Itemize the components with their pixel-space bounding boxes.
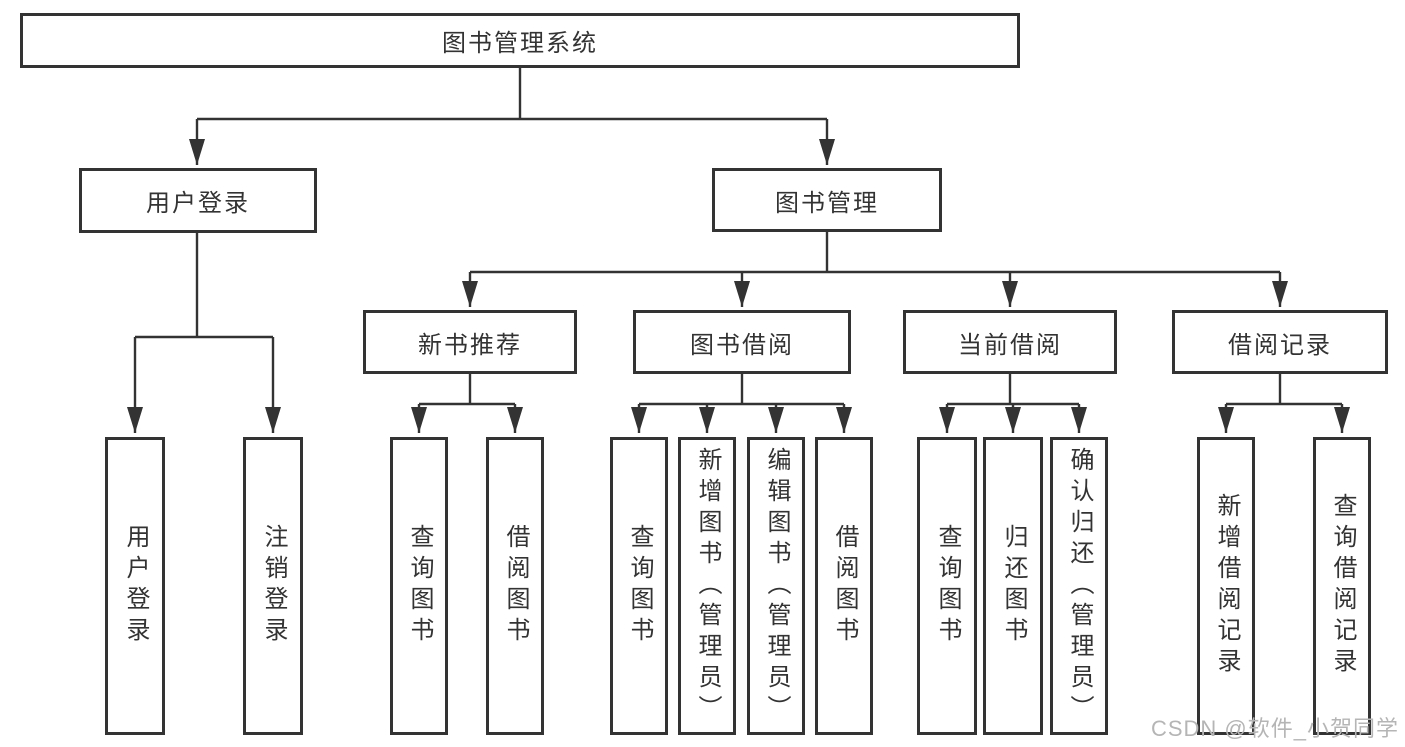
node-current-borrow-label: 当前借阅 [958,331,1062,359]
node-user-login: 用户登录 [79,168,317,233]
leaf-query-books-current-label: 查询图书 [934,524,961,648]
node-new-book-recommend: 新书推荐 [363,310,577,374]
leaf-user-login: 用户登录 [105,437,165,735]
node-borrow-records: 借阅记录 [1172,310,1388,374]
leaf-confirm-return-admin: 确认归还（管理员） [1050,437,1108,735]
leaf-borrow-books-recommend-label: 借阅图书 [502,524,529,648]
leaf-edit-book-admin-label: 编辑图书（管理员） [763,446,790,726]
leaf-query-books-recommend-label: 查询图书 [406,524,433,648]
leaf-add-borrow-record: 新增借阅记录 [1197,437,1255,735]
node-borrow-records-label: 借阅记录 [1228,331,1332,359]
leaf-add-book-admin: 新增图书（管理员） [678,437,736,735]
leaf-return-book: 归还图书 [983,437,1043,735]
leaf-borrow-books-recommend: 借阅图书 [486,437,544,735]
watermark: CSDN @软件_小贺同学 [1150,716,1399,741]
node-root: 图书管理系统 [20,13,1020,68]
leaf-query-books-recommend: 查询图书 [390,437,448,735]
node-book-borrow: 图书借阅 [633,310,851,374]
leaf-borrow-books-label: 借阅图书 [831,524,858,648]
leaf-logout: 注销登录 [243,437,303,735]
leaf-return-book-label: 归还图书 [1000,524,1027,648]
node-book-borrow-label: 图书借阅 [690,331,794,359]
node-user-login-label: 用户登录 [146,190,250,217]
leaf-borrow-books: 借阅图书 [815,437,873,735]
node-book-management: 图书管理 [712,168,942,232]
leaf-query-books-current: 查询图书 [917,437,977,735]
leaf-add-book-admin-label: 新增图书（管理员） [694,446,721,726]
node-new-book-recommend-label: 新书推荐 [418,331,522,359]
leaf-query-borrow-record: 查询借阅记录 [1313,437,1371,735]
leaf-edit-book-admin: 编辑图书（管理员） [747,437,805,735]
leaf-logout-label: 注销登录 [260,524,287,648]
leaf-add-borrow-record-label: 新增借阅记录 [1213,493,1240,679]
leaf-user-login-label: 用户登录 [122,524,149,648]
leaf-confirm-return-admin-label: 确认归还（管理员） [1066,446,1093,726]
leaf-query-books-borrow-label: 查询图书 [626,524,653,648]
node-book-management-label: 图书管理 [775,189,879,217]
leaf-query-books-borrow: 查询图书 [610,437,668,735]
node-root-label: 图书管理系统 [442,30,598,57]
node-current-borrow: 当前借阅 [903,310,1117,374]
leaf-query-borrow-record-label: 查询借阅记录 [1329,493,1356,679]
